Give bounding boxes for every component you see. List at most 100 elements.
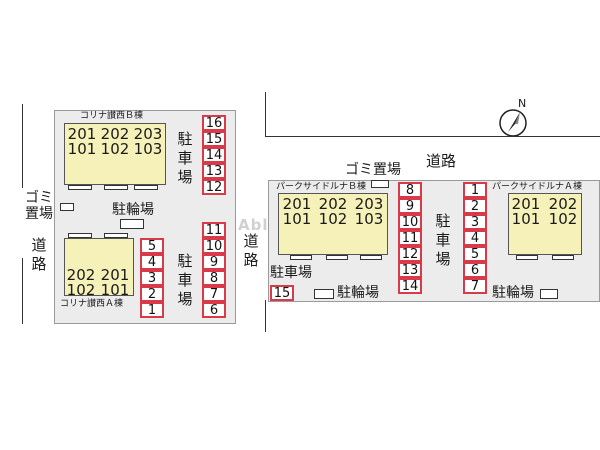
top-road-line-horizontal [265, 136, 600, 137]
parking-space: 5 [140, 238, 164, 254]
left-b-porch [68, 185, 92, 190]
parking-space: 7 [202, 286, 226, 302]
unit-number: 201 [67, 125, 97, 143]
right-b-porch [290, 255, 312, 260]
parking-space: 4 [140, 254, 164, 270]
right-bicycle-box-right [540, 289, 558, 299]
parking-space: 8 [202, 270, 226, 286]
unit-number: 102 [548, 210, 578, 228]
left-b-unit-3: 203 103 [132, 127, 164, 157]
parking-space: 13 [398, 262, 422, 278]
parking-space: 7 [463, 278, 487, 294]
right-b-unit-2: 202 102 [316, 197, 350, 227]
unit-number: 202 [100, 125, 130, 143]
parking-space: 9 [202, 254, 226, 270]
parking-space: 10 [202, 238, 226, 254]
parking-space: 13 [202, 163, 226, 179]
unit-number: 203 [133, 125, 163, 143]
right-building-b [278, 193, 388, 255]
parking-space: 3 [463, 214, 487, 230]
parking-space: 2 [463, 198, 487, 214]
unit-number: 103 [133, 140, 163, 158]
unit-number: 202 [66, 266, 96, 284]
left-road-line-bottom [22, 258, 23, 324]
middle-road-line [265, 300, 266, 332]
parking-space: 6 [202, 302, 226, 318]
right-garbage-box [371, 180, 389, 188]
left-a-unit-1: 202 102 [64, 268, 98, 298]
parking-space: 5 [463, 246, 487, 262]
left-b-porch [134, 185, 158, 190]
right-b-porch [326, 255, 348, 260]
top-road-line-vertical [265, 92, 266, 136]
parking-space: 2 [140, 286, 164, 302]
parking-space: 1 [140, 302, 164, 318]
parking-space: 15 [270, 285, 294, 301]
right-building-a-name: パークサイドルナＡ棟 [492, 182, 583, 192]
unit-number: 102 [66, 281, 96, 299]
unit-number: 201 [100, 266, 130, 284]
north-compass-icon [499, 109, 527, 137]
parking-space: 12 [202, 179, 226, 195]
parking-space: 4 [463, 230, 487, 246]
right-bicycle-label-right: 駐輪場 [492, 285, 534, 301]
unit-number: 101 [511, 210, 541, 228]
unit-number: 201 [282, 195, 312, 213]
left-a-unit-2: 201 101 [98, 268, 132, 298]
left-bicycle-label: 駐輪場 [112, 202, 154, 218]
right-b-unit-3: 203 103 [352, 197, 386, 227]
right-building-b-name: パークサイドルナＢ棟 [276, 182, 367, 192]
unit-number: 101 [100, 281, 130, 299]
right-parking-label-center: 駐車場 [435, 212, 451, 268]
parking-space: 6 [463, 262, 487, 278]
unit-number: 101 [67, 140, 97, 158]
unit-number: 203 [354, 195, 384, 213]
unit-number: 102 [100, 140, 130, 158]
left-building-a-name: コリナ讃西Ａ棟 [60, 299, 124, 309]
parking-space: 11 [202, 222, 226, 238]
left-bicycle-box [120, 219, 144, 229]
left-road-label: 道路 [31, 236, 47, 273]
right-a-porch [516, 255, 538, 260]
right-b-unit-1: 201 101 [280, 197, 314, 227]
left-a-porch [104, 233, 128, 238]
left-building-b-name: コリナ讃西Ｂ棟 [80, 111, 144, 121]
left-building-a [64, 238, 134, 296]
right-bicycle-label-left: 駐輪場 [337, 285, 379, 301]
left-parking-label-top: 駐車場 [177, 130, 193, 186]
left-road-line-top [22, 104, 23, 188]
left-b-unit-2: 202 102 [99, 127, 131, 157]
parking-space: 12 [398, 246, 422, 262]
north-label: N [518, 97, 527, 110]
unit-number: 101 [282, 210, 312, 228]
right-garbage-label: ゴミ置場 [345, 162, 401, 178]
parking-space: 11 [398, 230, 422, 246]
unit-number: 103 [354, 210, 384, 228]
parking-space: 8 [398, 182, 422, 198]
right-a-unit-1: 201 101 [508, 197, 544, 227]
top-road-label: 道路 [426, 152, 457, 170]
left-building-b [64, 123, 166, 185]
left-parking-label-bottom: 駐車場 [177, 252, 193, 308]
parking-space: 15 [202, 131, 226, 147]
unit-number: 201 [511, 195, 541, 213]
unit-number: 202 [548, 195, 578, 213]
right-a-unit-2: 202 102 [545, 197, 581, 227]
right-bicycle-box-left [314, 289, 334, 299]
left-garbage-label: ゴミ置場 [25, 190, 53, 222]
parking-space: 10 [398, 214, 422, 230]
left-b-unit-1: 201 101 [66, 127, 98, 157]
left-b-porch [104, 185, 128, 190]
parking-space: 14 [398, 278, 422, 294]
parking-space: 14 [202, 147, 226, 163]
parking-space: 3 [140, 270, 164, 286]
parking-space: 16 [202, 115, 226, 131]
right-parking-label-left: 駐車場 [270, 265, 312, 281]
right-building-a [508, 193, 582, 255]
left-a-porch [68, 233, 92, 238]
unit-number: 102 [318, 210, 348, 228]
right-b-porch [360, 255, 382, 260]
parking-space: 9 [398, 198, 422, 214]
unit-number: 202 [318, 195, 348, 213]
